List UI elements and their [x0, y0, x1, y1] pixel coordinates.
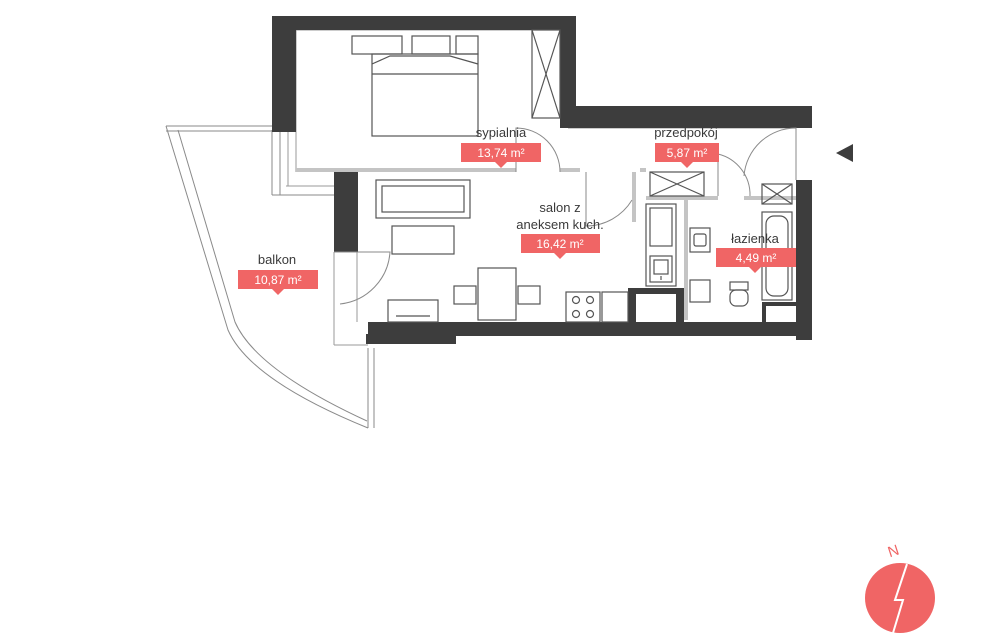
room-area: 16,42 m² [536, 237, 583, 251]
room-name: sypialnia [476, 125, 527, 140]
inner-outlines [286, 29, 797, 346]
kitchen-counter [645, 203, 677, 287]
entrance-arrow-icon [836, 144, 853, 162]
washing-machine [689, 279, 711, 303]
tv-cabinet [387, 299, 439, 323]
label-przedpokoj: przedpokój 5,87 m² [654, 125, 719, 168]
room-area: 5,87 m² [667, 146, 708, 160]
bathroom-door-swing [717, 153, 751, 197]
bedroom-wardrobe [531, 29, 561, 119]
bed [351, 35, 479, 137]
room-name-line1: salon z [539, 200, 580, 215]
hallway-wardrobe [649, 171, 705, 197]
balcony-door-swing [334, 251, 391, 305]
room-name: łazienka [731, 231, 779, 246]
exterior-walls [272, 16, 812, 344]
entrance-door-swing [743, 127, 797, 180]
coffee-table [391, 225, 455, 255]
room-name: balkon [258, 252, 296, 267]
utility-cabinet [761, 183, 793, 205]
toilet [729, 281, 749, 307]
dining-set [453, 267, 541, 321]
label-salon: salon z aneksem kuch. 16,42 m² [516, 200, 604, 259]
label-sypialnia: sypialnia 13,74 m² [461, 125, 541, 168]
balcony [165, 125, 375, 429]
doors [334, 127, 797, 305]
room-area: 10,87 m² [254, 273, 301, 287]
stove-icon [565, 291, 629, 323]
kitchen-door-swing [585, 172, 633, 227]
bedroom-door-swing [515, 127, 561, 173]
washbasin [689, 227, 711, 253]
room-name-line2: aneksem kuch. [516, 217, 603, 232]
sofa [375, 179, 471, 219]
compass-icon: N [865, 542, 935, 634]
room-area: 4,49 m² [736, 251, 777, 265]
room-area: 13,74 m² [477, 146, 524, 160]
label-balkon: balkon 10,87 m² [238, 252, 318, 295]
room-name: przedpokój [654, 125, 718, 140]
compass-north-label: N [886, 542, 902, 562]
label-lazienka: łazienka 4,49 m² [716, 231, 796, 273]
